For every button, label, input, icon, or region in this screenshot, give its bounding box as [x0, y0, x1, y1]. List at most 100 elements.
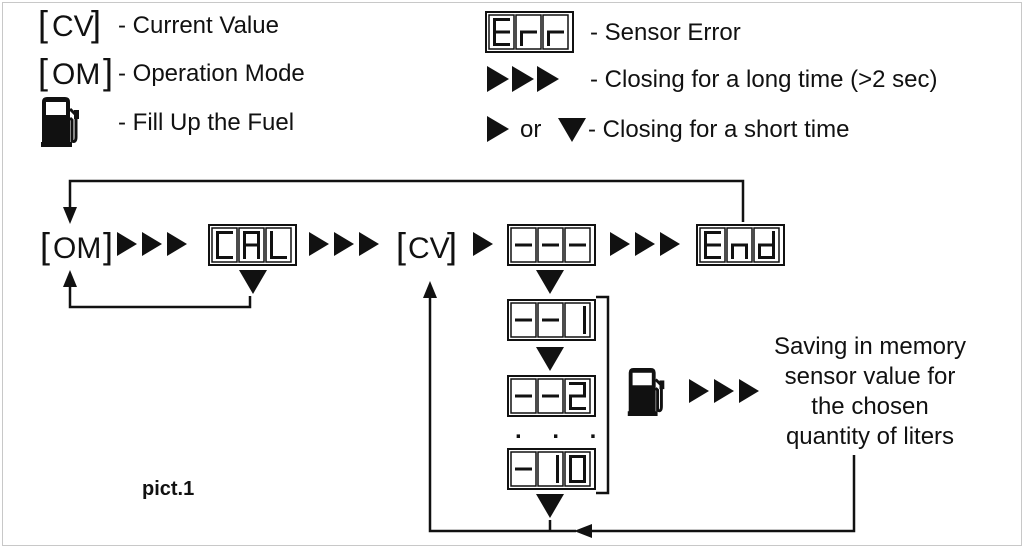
svg-text:]: ]	[103, 225, 113, 266]
lcd-segment	[731, 245, 734, 259]
long-press-icon	[309, 232, 379, 256]
legend-or-text: or	[520, 116, 541, 143]
lcd-segment	[556, 455, 559, 469]
lcd-segment	[515, 318, 532, 322]
legend-om-symbol: [ OM ]	[38, 51, 113, 92]
lcd-segment	[542, 243, 559, 247]
liter-display	[507, 375, 596, 417]
lcd-segment	[257, 231, 260, 245]
svg-text:OM: OM	[53, 232, 101, 265]
short-press-down-icon	[536, 494, 564, 518]
long-press-icon	[117, 232, 187, 256]
legend-short-text: - Closing for a short time	[588, 116, 849, 143]
svg-text:CV: CV	[52, 10, 94, 43]
ellipsis: . . .	[515, 417, 608, 444]
lcd-segment	[520, 32, 523, 46]
fuel-pump-icon	[627, 367, 666, 417]
legend-om-text: - Operation Mode	[118, 60, 305, 87]
err-display	[485, 11, 574, 53]
lcd-segment	[243, 245, 246, 259]
lcd-segment	[569, 243, 586, 247]
svg-text:]: ]	[103, 51, 113, 92]
legend-long-text: - Closing for a long time (>2 sec)	[590, 66, 937, 93]
lcd-segment	[216, 245, 219, 259]
arrowhead-up	[63, 270, 77, 287]
svg-text:CV: CV	[408, 232, 450, 265]
cv-return-line	[428, 296, 576, 533]
lcd-segment	[493, 43, 510, 46]
lcd-segment	[569, 382, 586, 385]
lcd-segment	[569, 480, 586, 483]
svg-text:[: [	[38, 3, 48, 44]
saving-note: Saving in memory sensor value for the ch…	[774, 333, 966, 450]
svg-text:]: ]	[447, 225, 457, 266]
arrowhead-down	[63, 207, 77, 224]
lcd-segment	[515, 243, 532, 247]
liter-display	[507, 448, 596, 490]
dash-display	[507, 224, 596, 266]
lcd-segment	[758, 243, 775, 247]
short-press-down-icon	[558, 118, 586, 142]
svg-text:[: [	[396, 225, 406, 266]
flow-om-label: [ OM ]	[40, 225, 113, 266]
legend: [ CV ] - Current Value [ OM ] - Operatio…	[38, 3, 937, 148]
lcd-segment	[569, 455, 572, 469]
cal-display	[208, 224, 297, 266]
lcd-segment	[583, 382, 586, 396]
lcd-segment	[243, 231, 246, 245]
lcd-segment	[704, 231, 721, 234]
lcd-segment	[569, 455, 586, 458]
arrowhead-up	[423, 281, 437, 298]
lcd-segment	[542, 318, 559, 322]
lcd-segment	[704, 256, 721, 259]
lcd-segment	[704, 243, 721, 247]
lcd-segment	[515, 394, 532, 398]
svg-text:quantity of liters: quantity of liters	[786, 423, 954, 450]
lcd-segment	[493, 32, 496, 46]
arrowhead-left	[574, 524, 592, 538]
long-press-icon	[689, 379, 759, 403]
fuel-pump-icon	[41, 96, 81, 148]
lcd-segment	[758, 256, 775, 259]
legend-fuel-text: - Fill Up the Fuel	[118, 109, 294, 136]
lcd-segment	[542, 394, 559, 398]
picture-caption: pict.1	[142, 478, 194, 500]
lcd-segment	[493, 30, 510, 34]
svg-text:sensor value for: sensor value for	[785, 363, 956, 390]
lcd-segment	[569, 396, 572, 410]
lcd-segment	[515, 467, 532, 471]
return-loop-line	[68, 179, 745, 222]
lcd-segment	[243, 231, 260, 234]
lcd-segment	[216, 231, 233, 234]
lcd-segment	[216, 256, 233, 259]
lcd-segment	[520, 30, 537, 34]
svg-text:]: ]	[91, 3, 101, 44]
lcd-segment	[704, 245, 707, 259]
lcd-segment	[216, 231, 219, 245]
long-press-icon	[610, 232, 680, 256]
lcd-segment	[745, 245, 748, 259]
short-press-down-icon	[239, 270, 267, 294]
lcd-segment	[583, 320, 586, 334]
liter-display	[507, 299, 596, 341]
lcd-segment	[556, 469, 559, 483]
svg-text:[: [	[40, 225, 50, 266]
lcd-segment	[547, 32, 550, 46]
lcd-segment	[270, 231, 273, 245]
lcd-segment	[772, 231, 775, 245]
lcd-segment	[243, 243, 260, 247]
svg-text:[: [	[38, 51, 48, 92]
lcd-segment	[731, 243, 748, 247]
saving-return-line	[592, 455, 856, 533]
lcd-segment	[569, 469, 572, 483]
legend-cv-symbol: [ CV ]	[38, 3, 101, 44]
liter-bracket	[596, 295, 610, 495]
flow-cv-label: [ CV ]	[396, 225, 457, 266]
lcd-segment	[270, 256, 287, 259]
cal-loop-line	[68, 285, 252, 309]
end-display	[696, 224, 785, 266]
lcd-segment	[569, 407, 586, 410]
lcd-segment	[493, 18, 510, 21]
long-press-icon	[487, 66, 559, 92]
lcd-segment	[569, 394, 586, 398]
